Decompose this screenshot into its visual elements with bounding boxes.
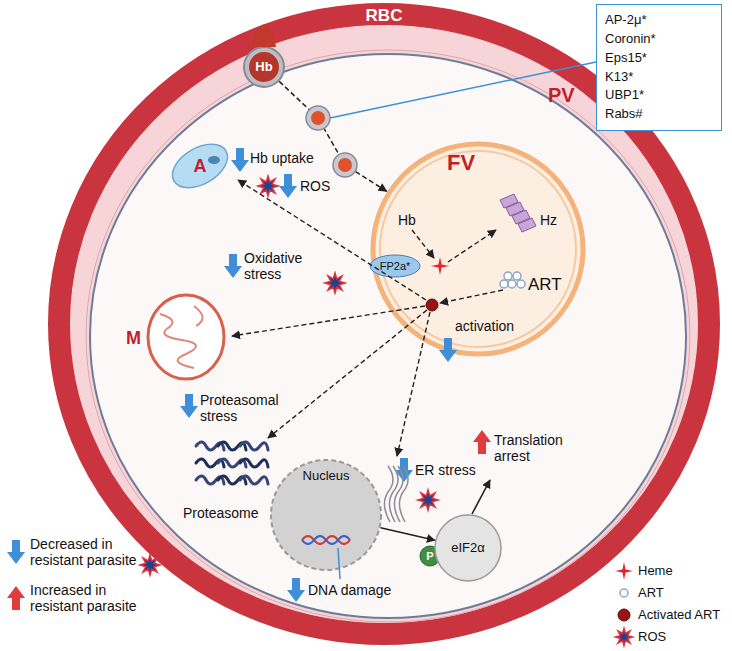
artemisinin-circle	[620, 589, 628, 597]
legend-swatch	[6, 585, 26, 611]
legend-swatch	[614, 562, 634, 580]
annotation-label: Hz	[540, 212, 557, 228]
decrease-arrow	[7, 540, 25, 564]
protease-oval: FP2a*	[370, 255, 420, 277]
legend-entry: Heme	[614, 562, 673, 580]
heme-star	[615, 562, 633, 580]
parasite-membrane	[90, 54, 686, 618]
legend-entry: Increased in resistant parasite	[6, 582, 148, 614]
legend-text: ART	[638, 586, 664, 601]
vesicle-membrane	[244, 47, 284, 87]
protease-body	[370, 255, 420, 277]
protein-name: Rabs#	[605, 105, 713, 124]
mitochondrion-membrane	[148, 295, 224, 379]
vacuole-ring	[373, 144, 583, 354]
legend-swatch	[614, 584, 634, 602]
annotation-label: Proteasomal stress	[200, 392, 288, 424]
shape-label: FP2a*	[380, 260, 411, 273]
protein-name: K13*	[605, 68, 713, 87]
protein-box: AP-2μ*Coronin*Eps15*K13*UBP1*Rabs#	[596, 4, 722, 131]
increase-arrow	[7, 586, 25, 610]
region-label: PV	[548, 84, 575, 107]
apicoplast-inner	[208, 156, 220, 164]
legend-entry: Activated ART	[614, 606, 720, 624]
hemoglobin-core	[249, 52, 279, 82]
legend-entry: ART	[614, 584, 664, 602]
eif2a-body	[435, 515, 501, 581]
vacuole-inner-ring	[380, 151, 576, 347]
hb-vesicle: Hb	[243, 46, 285, 88]
shape-label: RBC	[366, 6, 403, 26]
apicoplast-body	[165, 135, 235, 196]
annotation-label: DNA damage	[308, 582, 391, 598]
eif2a-circle: eIF2α	[434, 514, 502, 582]
shape-label: Nucleus	[303, 469, 350, 484]
legend-text: Heme	[638, 564, 673, 579]
annotation-label: Hb	[398, 212, 416, 228]
legend-text: Decreased in resistant parasite	[30, 536, 148, 568]
shape-label: Hb	[255, 60, 272, 75]
annotation-label: Oxidative stress	[244, 250, 316, 282]
region-label: FV	[447, 150, 475, 175]
legend-text: Activated ART	[638, 608, 720, 623]
shape-label: A	[194, 156, 207, 177]
legend-swatch	[614, 606, 634, 624]
shape-label: P	[426, 550, 433, 563]
annotation-label: ER stress	[415, 462, 476, 478]
cristae	[160, 306, 203, 368]
activated-art-dot	[618, 609, 630, 621]
vacuole-membrane	[86, 50, 690, 622]
annotation-label: Translation arrest	[494, 432, 574, 464]
legend-entry: Decreased in resistant parasite	[6, 536, 148, 568]
shape-label: eIF2α	[451, 541, 485, 556]
legend-entry: ROS	[614, 628, 666, 646]
region-label: M	[126, 328, 141, 349]
legend-swatch	[6, 539, 26, 565]
annotation-label: Proteasome	[183, 505, 258, 521]
protein-name: Coronin*	[605, 30, 713, 49]
nucleus: Nucleus	[270, 459, 382, 571]
annotation-label: ROS	[300, 178, 330, 194]
legend-text: ROS	[638, 630, 666, 645]
protein-name: Eps15*	[605, 49, 713, 68]
ros-star	[616, 629, 633, 646]
protein-name: UBP1*	[605, 86, 713, 105]
legend-swatch	[614, 628, 634, 646]
legend-text: Increased in resistant parasite	[30, 582, 148, 614]
protein-name: AP-2μ*	[605, 11, 713, 30]
annotation-label: Hb uptake	[250, 150, 314, 166]
annotation-label: ART	[528, 275, 562, 295]
mitochondrion: M	[124, 292, 228, 382]
annotation-label: activation	[455, 318, 514, 334]
nuclear-envelope	[271, 460, 381, 570]
apicoplast: A	[168, 140, 232, 192]
